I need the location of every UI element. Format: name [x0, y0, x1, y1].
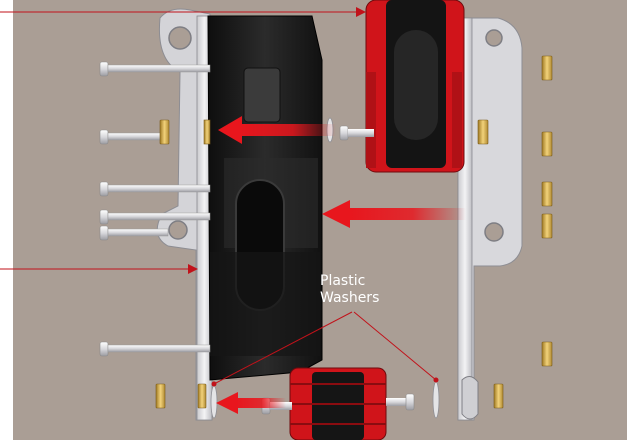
assembly-arrows [216, 116, 466, 414]
top-wheel [365, 0, 465, 173]
black-block [207, 15, 323, 381]
leader-lines [0, 7, 439, 387]
label-line-2: Washers [320, 290, 380, 306]
bolts-left [99, 61, 211, 357]
bottom-wheel [289, 367, 387, 440]
label-line-1: Plastic [320, 273, 366, 289]
right-side-plate [457, 17, 523, 421]
brass-nuts [155, 55, 553, 409]
